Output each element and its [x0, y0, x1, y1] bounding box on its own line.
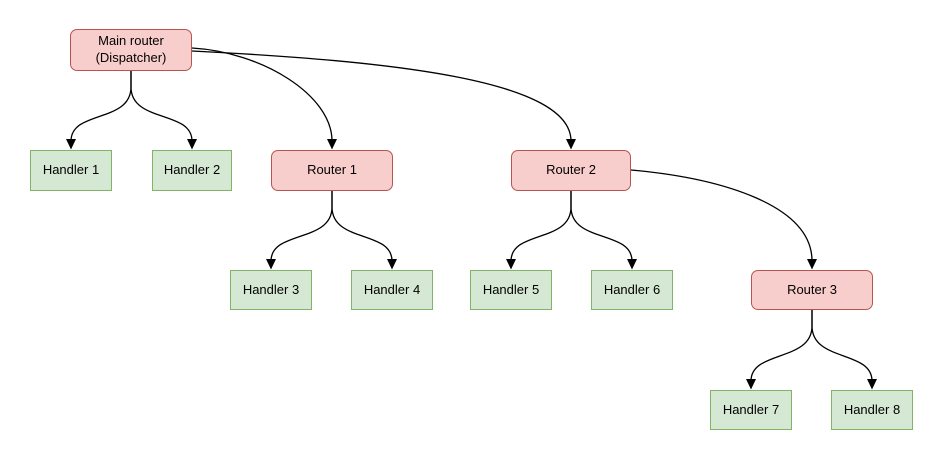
- edge-main-h2: [130, 71, 193, 142]
- edge-r2-r3: [630, 169, 813, 262]
- edge-r2-h5: [510, 191, 572, 262]
- node-h3: Handler 3: [230, 270, 312, 310]
- edge-r2-h6: [570, 191, 633, 262]
- edge-main-r2: [191, 50, 572, 142]
- arrowhead-main-r2: [566, 139, 576, 150]
- node-h6: Handler 6: [591, 270, 673, 310]
- node-label: Handler 4: [363, 281, 421, 297]
- node-label: Main router (Dispatcher): [95, 33, 167, 65]
- node-h5: Handler 5: [470, 270, 552, 310]
- arrowhead-r2-h6: [627, 259, 637, 270]
- arrowhead-r1-h3: [266, 259, 276, 270]
- arrowhead-r1-h4: [387, 259, 397, 270]
- node-label: Handler 6: [603, 281, 661, 297]
- edge-r3-h7: [750, 310, 813, 382]
- node-h8: Handler 8: [831, 390, 913, 430]
- node-main: Main router (Dispatcher): [70, 29, 192, 71]
- arrowhead-main-h2: [187, 139, 197, 150]
- node-h1: Handler 1: [30, 150, 112, 191]
- node-label: Handler 5: [482, 281, 540, 297]
- node-r2: Router 2: [511, 150, 631, 191]
- arrowhead-r3-h8: [867, 379, 877, 390]
- node-label: Handler 7: [722, 401, 780, 417]
- arrowhead-r2-r3: [807, 259, 817, 270]
- edge-r3-h8: [811, 310, 873, 382]
- edge-main-r1: [191, 47, 333, 142]
- node-label: Router 3: [787, 281, 837, 297]
- node-label: Handler 1: [42, 162, 100, 178]
- arrowhead-main-h1: [66, 139, 76, 150]
- node-label: Router 1: [307, 162, 357, 178]
- edge-r1-h4: [331, 191, 393, 262]
- arrowhead-r2-h5: [506, 259, 516, 270]
- node-label: Handler 3: [242, 281, 300, 297]
- node-h2: Handler 2: [152, 150, 232, 191]
- node-label: Handler 8: [843, 401, 901, 417]
- edge-main-h1: [70, 71, 132, 142]
- node-h4: Handler 4: [351, 270, 433, 310]
- node-label: Router 2: [546, 162, 596, 178]
- node-label: Handler 2: [163, 162, 221, 178]
- node-h7: Handler 7: [710, 390, 792, 430]
- edge-r1-h3: [270, 191, 333, 262]
- arrowhead-main-r1: [327, 139, 337, 150]
- node-r3: Router 3: [751, 270, 873, 310]
- arrowhead-r3-h7: [746, 379, 756, 390]
- node-r1: Router 1: [271, 150, 393, 191]
